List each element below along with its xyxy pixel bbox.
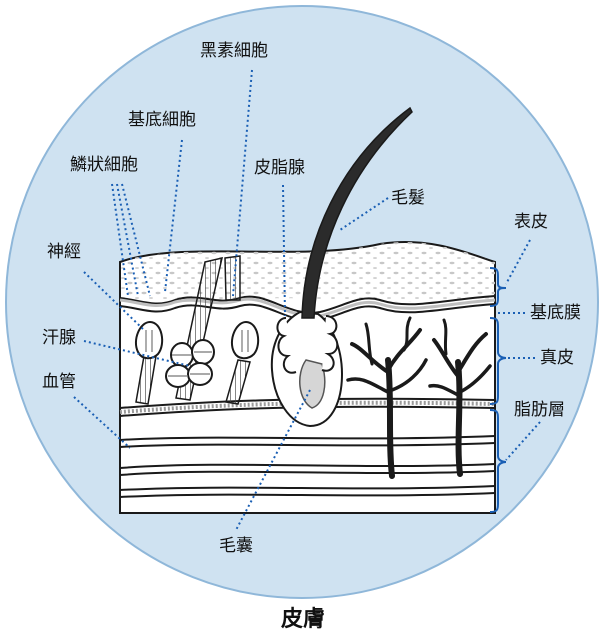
label-dermis: 真皮 — [540, 350, 574, 367]
label-epidermis: 表皮 — [514, 214, 548, 231]
label-hair: 毛髮 — [391, 190, 425, 207]
label-sweat-gland: 汗腺 — [42, 330, 76, 347]
label-melanocyte: 黑素細胞 — [200, 43, 268, 60]
diagram-title: 皮膚 — [281, 609, 325, 631]
label-nerve: 神經 — [47, 244, 81, 261]
label-sebaceous-gland: 皮脂腺 — [254, 160, 305, 177]
label-blood-vessel: 血管 — [42, 374, 76, 391]
label-hair-follicle: 毛囊 — [219, 538, 253, 555]
label-basement-membrane: 基底膜 — [530, 305, 581, 322]
label-fat-layer: 脂肪層 — [514, 402, 565, 419]
sweat-gland-coil — [166, 340, 214, 387]
label-basal-cell: 基底細胞 — [128, 112, 196, 129]
label-squamous-cell: 鱗狀細胞 — [70, 157, 138, 174]
